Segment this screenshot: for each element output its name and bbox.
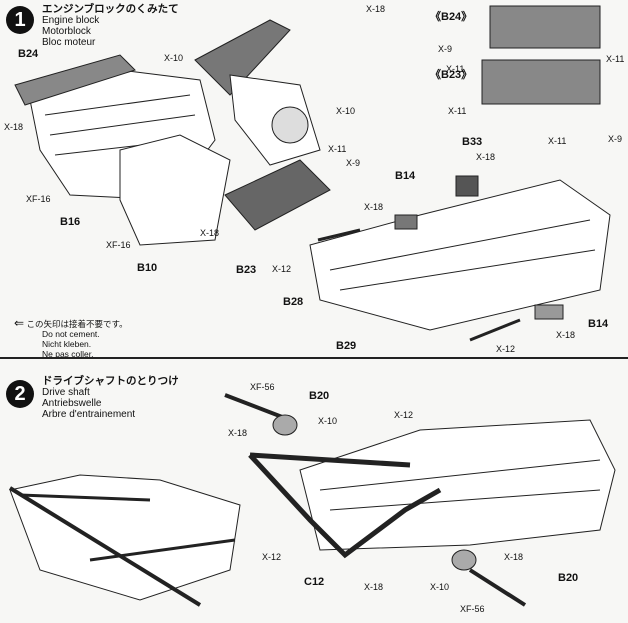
- step-title-fr: Bloc moteur: [42, 37, 96, 48]
- step-title-en: Engine block: [42, 15, 100, 26]
- screw-label: X-18: [200, 228, 220, 238]
- step-title-de: Antriebswelle: [42, 398, 102, 409]
- warning-fr: Ne pas coller.: [42, 349, 94, 359]
- drive-shaft-illustration: [8, 393, 616, 607]
- left-assembly-shape: [9, 474, 241, 601]
- screw-label: X-12: [262, 552, 282, 562]
- part-label-b29: B29: [336, 340, 357, 352]
- part-label-b20: B20: [309, 390, 330, 402]
- warning-en: Do not cement.: [42, 329, 100, 339]
- screw-label: X-18: [366, 4, 386, 14]
- part-label-b14: B14: [588, 318, 609, 330]
- drive-shaft-lower-shape: [468, 568, 527, 607]
- screw-label: X-11: [448, 106, 467, 116]
- no-cement-arrow-icon: ⇐: [14, 316, 25, 330]
- cement-warning: ⇐ この矢印は接着不要です。 Do not cement. Nicht kleb…: [14, 316, 128, 359]
- variant-label-b23: 《B23》: [430, 69, 473, 81]
- part-label-b10: B10: [137, 262, 158, 274]
- step-number-badge: 2: [6, 380, 34, 408]
- screw-label: X-11: [446, 64, 465, 74]
- step-number-badge: 1: [6, 6, 34, 34]
- b10-shape: [119, 134, 231, 246]
- part-label-b16: B16: [60, 216, 81, 228]
- screw-label: X-10: [318, 416, 338, 426]
- screw-label: X-18: [4, 122, 24, 132]
- screw-label: X-11: [606, 54, 625, 64]
- warning-de: Nicht kleben.: [42, 339, 92, 349]
- right-engine-shape: [309, 179, 611, 331]
- b23-cover-shape: [224, 159, 331, 231]
- variant-b24-shape: [489, 5, 601, 49]
- step-title-en: Drive shaft: [42, 387, 90, 398]
- screw-label: X-12: [272, 264, 292, 274]
- screw-label: X-10: [336, 106, 356, 116]
- upper-cover-shape: [194, 19, 291, 96]
- step-1-panel: 1 エンジンブロックのくみたて Engine block Motorblock …: [4, 3, 625, 360]
- step-title-de: Motorblock: [42, 26, 91, 37]
- part-label-b23: B23: [236, 264, 257, 276]
- part-label-b20: B20: [558, 572, 579, 584]
- screw-label: X-18: [504, 552, 524, 562]
- step-title-jp: ドライブシャフトのとりつけ: [42, 375, 179, 387]
- warning-jp: この矢印は接着不要です。: [26, 319, 128, 329]
- screw-label: X-18: [556, 330, 576, 340]
- screw-label: X-9: [608, 134, 623, 144]
- part-label-b14: B14: [395, 170, 416, 182]
- screw-label: X-12: [394, 410, 414, 420]
- screw-label: X-18: [364, 582, 384, 592]
- screw-label: X-9: [438, 44, 453, 54]
- screw-label: X-10: [430, 582, 450, 592]
- screw-label: X-11: [548, 136, 567, 146]
- screw-label: X-10: [164, 53, 184, 63]
- part-label-c12: C12: [304, 576, 325, 588]
- step-title-fr: Arbre d'entrainement: [42, 409, 136, 420]
- step-2-panel: 2 ドライブシャフトのとりつけ Drive shaft Antriebswell…: [0, 360, 628, 623]
- part-label-b24: B24: [18, 48, 39, 60]
- screw-label: XF-16: [106, 240, 131, 250]
- step-title-block: ドライブシャフトのとりつけ Drive shaft Antriebswelle …: [42, 375, 179, 421]
- screw-label: X-12: [496, 344, 516, 354]
- right-engine-shape: [299, 419, 616, 551]
- screw-label: X-18: [364, 202, 384, 212]
- b24-cover-shape: [14, 54, 136, 106]
- screw-label: X-18: [228, 428, 248, 438]
- engine-block-illustration: [14, 5, 611, 342]
- step-divider: [0, 357, 628, 359]
- screw-label: X-18: [476, 152, 496, 162]
- step-title-block: エンジンブロックのくみたて Engine block Motorblock Bl…: [42, 3, 179, 49]
- screw-label: X-9: [346, 158, 361, 168]
- screw-label: XF-16: [26, 194, 51, 204]
- variant-label-b24: 《B24》: [430, 11, 473, 23]
- screw-label: XF-56: [250, 382, 275, 392]
- step-title-jp: エンジンブロックのくみたて: [42, 3, 179, 15]
- part-label-b33: B33: [462, 136, 483, 148]
- c12-arm-shape: [248, 453, 442, 559]
- variant-b23-shape: [481, 59, 601, 105]
- part-label-b28: B28: [283, 296, 304, 308]
- screw-label: XF-56: [460, 604, 485, 614]
- screw-label: X-11: [328, 144, 347, 154]
